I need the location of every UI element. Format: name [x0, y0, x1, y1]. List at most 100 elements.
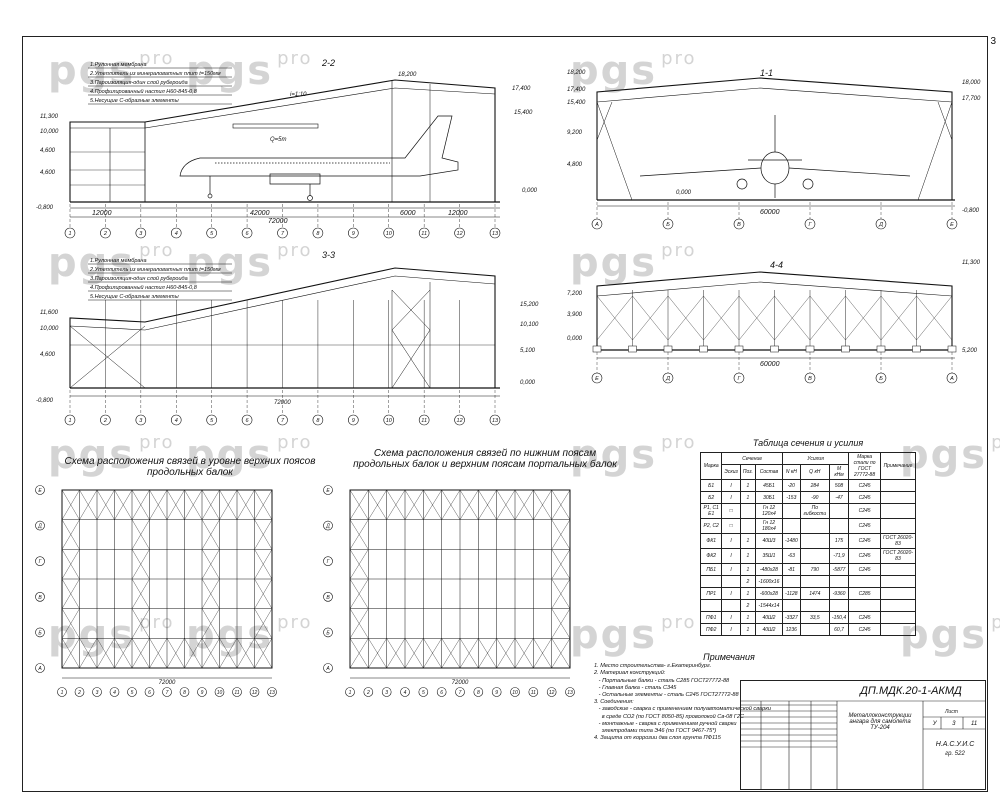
dimension-label: 72000 [452, 680, 469, 686]
level-mark: 0,000 [522, 188, 538, 194]
table-cell: ПР1 [699, 587, 723, 600]
plan-title-line: продольных балок и верхним поясам портал… [353, 459, 617, 470]
axis-label: 5 [422, 690, 425, 696]
note-line: - Главная балка - сталь С345 [594, 684, 677, 691]
plan-brace [96, 638, 115, 669]
footing [876, 345, 886, 353]
axis-label: 1 [68, 418, 71, 424]
table-cell [799, 623, 830, 636]
table-cell [879, 503, 917, 519]
plan-brace [349, 489, 369, 520]
brace [916, 295, 953, 341]
axis-label: 4 [113, 690, 116, 696]
axis-bubble [214, 687, 225, 697]
axis-label: 12 [457, 418, 463, 424]
plan-title-line: Схема расположения связей в уровне верхн… [64, 456, 316, 467]
axis-label: Б [879, 376, 883, 382]
axis-label: 6 [148, 690, 151, 696]
axis-bubble [35, 627, 45, 638]
level-mark: 0,000 [676, 190, 692, 196]
level-mark: -0,800 [962, 208, 980, 214]
axis-label: 11 [421, 231, 427, 237]
table-cell: 45Б1 [754, 479, 783, 492]
table-cell: I [721, 623, 741, 636]
axis-label: 2 [77, 690, 81, 696]
plan-brace [131, 578, 150, 609]
sheet-number: 3 [952, 721, 956, 727]
plan-brace [236, 489, 255, 520]
layer-note: 2.Утеплитель из минераловатных плит t=15… [89, 267, 221, 273]
table-cell [781, 599, 801, 612]
plan-brace [441, 638, 461, 669]
plan-brace [254, 549, 273, 580]
axis-bubble [733, 372, 745, 384]
brace [774, 295, 811, 341]
axis-bubble [323, 485, 333, 495]
table-cell: ПБ1 [699, 563, 723, 576]
table-cell: 40Ш3 [754, 533, 783, 549]
axis-label: 7 [166, 690, 169, 696]
axis-bubble [348, 227, 359, 239]
table-header: Сечение [721, 452, 783, 465]
footing [628, 345, 637, 353]
axis-bubble [875, 372, 887, 384]
table-cell: I [721, 533, 741, 549]
plan-brace [423, 489, 442, 520]
table-cell [879, 575, 917, 588]
table-cell [721, 575, 741, 588]
axis-label: 7 [459, 690, 462, 696]
plan-brace [61, 549, 80, 580]
brace [880, 295, 917, 341]
table-cell: 40Ш2 [754, 623, 783, 636]
table-cell [799, 599, 830, 612]
table-cell: С245 [848, 518, 881, 534]
table-cell: Р2, С2 [699, 518, 723, 534]
table-cell: I [721, 563, 741, 576]
table-cell: 1 [739, 611, 756, 624]
axis-bubble [323, 663, 333, 673]
axis-bubble [241, 414, 253, 426]
level-mark: 4,600 [40, 148, 56, 154]
table-cell: 1236 [781, 623, 801, 636]
level-mark: 18,200 [567, 70, 586, 76]
footing [912, 345, 921, 353]
plan-brace [496, 638, 516, 669]
plan-brace [166, 638, 185, 669]
axis-bubble [323, 520, 333, 531]
table-cell: 30Б1 [754, 491, 783, 504]
axis-label: 5 [210, 231, 214, 237]
plan-brace [551, 578, 571, 609]
table-header: Усилия [781, 452, 850, 465]
layer-note: 1.Рулонная мембрана [90, 62, 147, 68]
level-mark: 10,000 [40, 129, 59, 135]
sheet-frame [22, 36, 988, 792]
axis-bubble [546, 687, 557, 697]
table-cell: -1128 [781, 587, 801, 600]
table-cell: 284 [799, 479, 830, 492]
plan-brace [551, 489, 571, 520]
table-cell [799, 575, 830, 588]
plan-brace [131, 549, 150, 580]
axis-bubble [312, 227, 324, 239]
section-title: 3-3 [322, 250, 335, 260]
axis-bubble [363, 687, 374, 697]
axis-label: А [325, 666, 330, 672]
table-cell: 175 [828, 533, 850, 549]
table-cell: 1 [739, 587, 756, 600]
table-cell: Р1, С1 Е1 [699, 503, 723, 519]
axis-label: 13 [492, 231, 499, 237]
brace [703, 295, 740, 341]
axis-bubble [100, 414, 111, 426]
axis-label: 12 [252, 690, 258, 696]
table-cell: Б2 [699, 491, 723, 504]
axis-bubble [383, 227, 395, 239]
table-subheader: Состав [754, 464, 783, 480]
layer-note: 1.Рулонная мембрана [90, 258, 147, 264]
axis-bubble [92, 687, 102, 697]
table-cell [879, 587, 917, 600]
table-title: Таблица сечения и усилия [752, 438, 864, 448]
axis-label: 7 [281, 231, 285, 237]
